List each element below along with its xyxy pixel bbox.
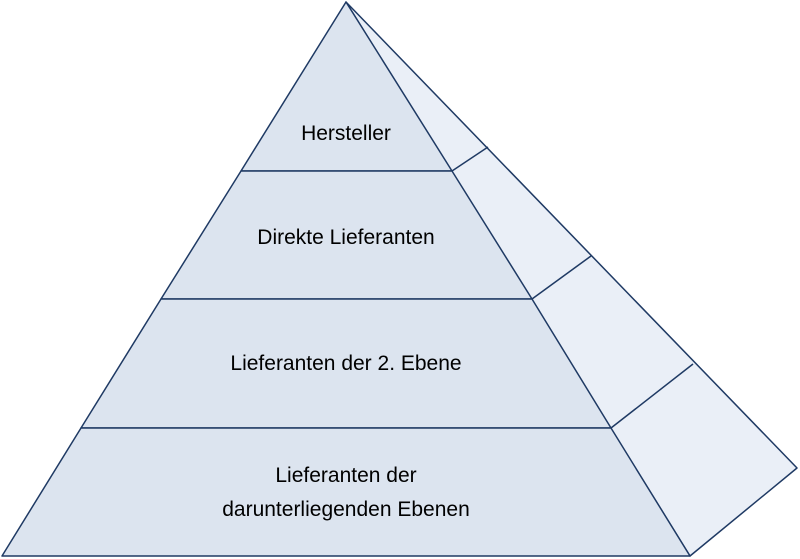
tier-4-label-line-2: darunterliegenden Ebenen — [222, 498, 470, 521]
tier-2-label: Direkte Lieferanten — [257, 226, 434, 249]
tier-1-label: Hersteller — [301, 122, 391, 145]
side-divider-1 — [451, 146, 489, 172]
tier-4-label-line-1: Lieferanten der — [275, 464, 416, 487]
side-divider-2 — [531, 255, 592, 300]
side-divider-3 — [610, 363, 694, 429]
tier-4-shape — [1, 427, 691, 557]
tier-3-label: Lieferanten der 2. Ebene — [230, 352, 461, 375]
